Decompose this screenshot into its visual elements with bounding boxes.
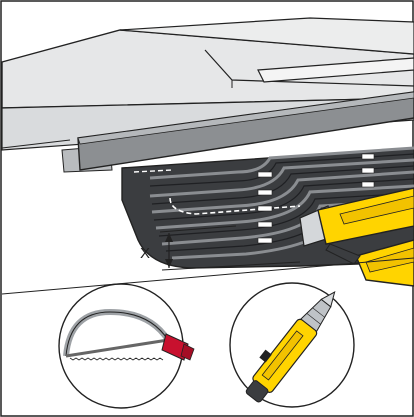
top-panel (1, 17, 414, 173)
dimension-x-label: X (140, 245, 150, 262)
cut-line (169, 197, 301, 215)
trim-strip (77, 91, 414, 171)
dimension-x: X (140, 225, 301, 271)
knife-in-use (299, 187, 414, 287)
hacksaw-icon (58, 283, 195, 409)
utility-knife-icon (229, 282, 355, 408)
